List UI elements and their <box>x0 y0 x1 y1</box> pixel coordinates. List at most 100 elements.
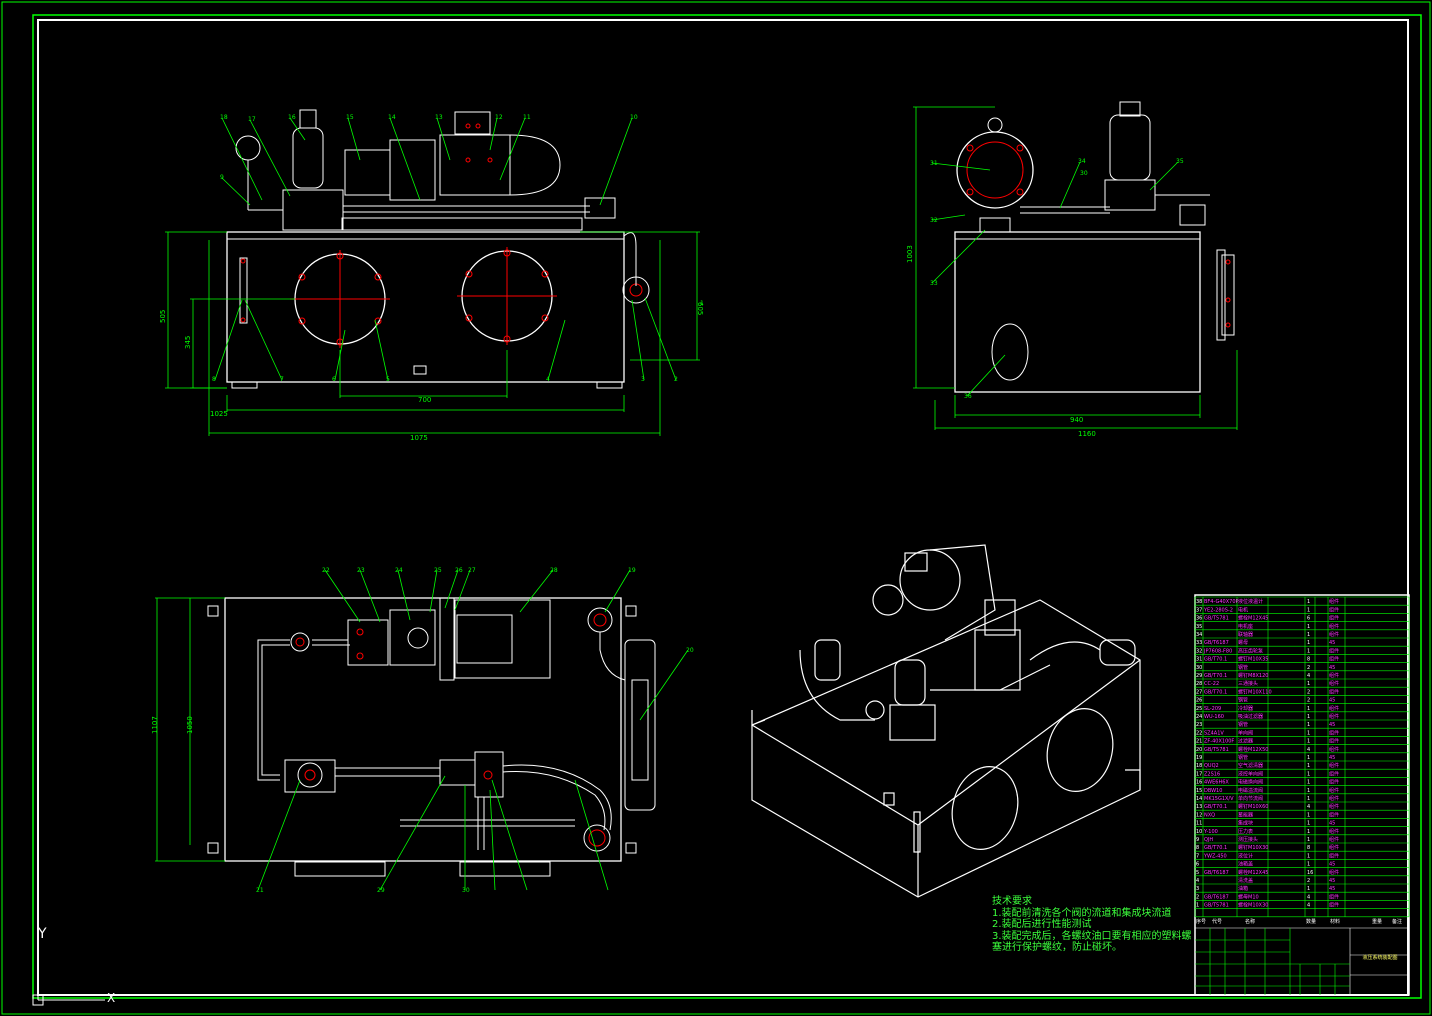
parts-row-no: 13 <box>1196 804 1202 810</box>
parts-row-name: 联轴器 <box>1238 631 1253 638</box>
parts-row-qty: 1 <box>1307 714 1310 720</box>
parts-row-code: CC-22 <box>1204 681 1219 687</box>
parts-row-name: 电机座 <box>1238 623 1253 630</box>
parts-row-code: GB/T70.1 <box>1204 804 1227 810</box>
parts-header-note: 备注 <box>1392 918 1402 925</box>
parts-row-no: 29 <box>1196 673 1202 679</box>
parts-row-no: 1 <box>1196 903 1199 909</box>
parts-row-mat: 组件 <box>1329 779 1339 786</box>
balloon-number: 5 <box>386 376 390 383</box>
parts-row-mat: 组件 <box>1329 615 1339 622</box>
ucs-icon <box>32 945 105 1006</box>
balloon-number: 19 <box>628 567 636 574</box>
parts-row-name: 螺钉M10X110 <box>1238 688 1272 695</box>
parts-row-name: 电磁溢流阀 <box>1238 787 1263 794</box>
parts-row-mat: 组件 <box>1329 811 1339 818</box>
parts-row-qty: 4 <box>1307 673 1310 679</box>
parts-row-mat: 45 <box>1329 886 1335 892</box>
front-dim-345: 345 <box>184 336 192 349</box>
title-block <box>1195 927 1409 995</box>
parts-row-no: 19 <box>1196 755 1202 761</box>
balloon-number: 32 <box>930 217 938 224</box>
parts-row-name: 螺钉M8X120 <box>1238 672 1268 679</box>
parts-row-name: 集成块 <box>1238 820 1253 827</box>
balloon-number: 23 <box>357 567 365 574</box>
balloon-number: 21 <box>256 887 264 894</box>
parts-row-no: 38 <box>1196 599 1202 605</box>
balloon-number: 36 <box>964 393 972 400</box>
parts-row-no: 5 <box>1196 870 1199 876</box>
parts-row-qty: 2 <box>1307 689 1310 695</box>
parts-row-no: 28 <box>1196 681 1202 687</box>
tech-item-4: 塞进行保护螺纹，防止碰坏。 <box>992 942 1122 953</box>
parts-row-mat: 45 <box>1329 640 1335 646</box>
motor-front <box>439 134 511 196</box>
parts-row-mat: 组件 <box>1329 762 1339 769</box>
parts-row-qty: 1 <box>1307 788 1310 794</box>
parts-row-code: NXQ <box>1204 812 1215 818</box>
parts-row-code: DBW10 <box>1204 788 1222 794</box>
balloon-number: 24 <box>395 567 403 574</box>
top-leaders <box>257 569 689 891</box>
balloon-number: 16 <box>288 114 296 121</box>
balloon-number: 33 <box>930 280 938 287</box>
valve-stack-top <box>474 751 504 798</box>
parts-row-mat: 组件 <box>1329 705 1339 712</box>
parts-row-mat: 45 <box>1329 665 1335 671</box>
parts-header-no: 序号 <box>1196 918 1206 925</box>
parts-row-no: 21 <box>1196 739 1202 745</box>
parts-row-qty: 1 <box>1307 821 1310 827</box>
parts-row-name: 螺母M10 <box>1238 893 1259 900</box>
balloon-number: 17 <box>248 116 256 123</box>
parts-row-code: GB/T70.1 <box>1204 657 1227 663</box>
parts-row-code: BF4-G40X70P <box>1204 599 1239 605</box>
parts-row-name: 液控单向阀 <box>1238 770 1263 777</box>
parts-row-qty: 8 <box>1307 657 1310 663</box>
parts-row-mat: 45 <box>1329 698 1335 704</box>
tech-item-3: 3.装配完成后，各螺纹油口要有相应的塑料螺 <box>992 930 1192 942</box>
parts-row-name: 螺栓M12X45 <box>1238 869 1268 876</box>
balloon-number: 7 <box>280 376 284 383</box>
title-block-title: 液压系统装配图 <box>1362 955 1398 961</box>
parts-row-name: 螺钉M10X60 <box>1238 803 1268 810</box>
front-dim-700: 700 <box>418 396 431 404</box>
gear-pump-front <box>344 149 391 196</box>
parts-row-name: 压力表 <box>1238 828 1253 835</box>
balloon-number: 31 <box>930 160 938 167</box>
parts-row-no: 33 <box>1196 640 1202 646</box>
parts-row-no: 12 <box>1196 812 1202 818</box>
parts-row-mat: 组件 <box>1329 844 1339 851</box>
front-dim-1075: 1075 <box>410 434 428 442</box>
parts-row-no: 7 <box>1196 853 1199 859</box>
parts-row-mat: 组件 <box>1329 738 1339 745</box>
balloon-number: 15 <box>346 114 354 121</box>
parts-row-name: 螺钉M10X30 <box>1238 844 1268 851</box>
parts-row-mat: 组件 <box>1329 902 1339 909</box>
inspection-cover-left <box>290 250 390 348</box>
technical-requirements: 技术要求 1.装配前清洗各个阀的流道和集成块流道 2.装配后进行性能测试 3.装… <box>992 896 1192 954</box>
parts-row-name: 钢管 <box>1238 721 1248 728</box>
isometric-view <box>751 544 1141 898</box>
motor-iso <box>899 549 961 611</box>
parts-row-qty: 1 <box>1307 837 1310 843</box>
parts-row-name: 钢管 <box>1238 664 1248 671</box>
parts-row-mat: 组件 <box>1329 893 1339 900</box>
balloon-number: 4 <box>546 376 550 383</box>
parts-row-mat: 组件 <box>1329 852 1339 859</box>
parts-row-name: 钢管 <box>1238 697 1248 704</box>
parts-row-qty: 1 <box>1307 796 1310 802</box>
parts-row-mat: 组件 <box>1329 680 1339 687</box>
balloon-number: 8 <box>212 376 216 383</box>
parts-row-code: GB/T70.1 <box>1204 845 1227 851</box>
side-dim-1003: 1003 <box>906 245 914 263</box>
motor-top <box>454 599 551 679</box>
parts-row-no: 6 <box>1196 862 1199 868</box>
tank-body-side <box>954 231 1201 393</box>
parts-row-qty: 1 <box>1307 812 1310 818</box>
parts-row-mat: 组件 <box>1329 598 1339 605</box>
parts-row-no: 3 <box>1196 886 1199 892</box>
parts-row-name: 蓄能器 <box>1238 811 1253 818</box>
parts-row-mat: 组件 <box>1329 623 1339 630</box>
